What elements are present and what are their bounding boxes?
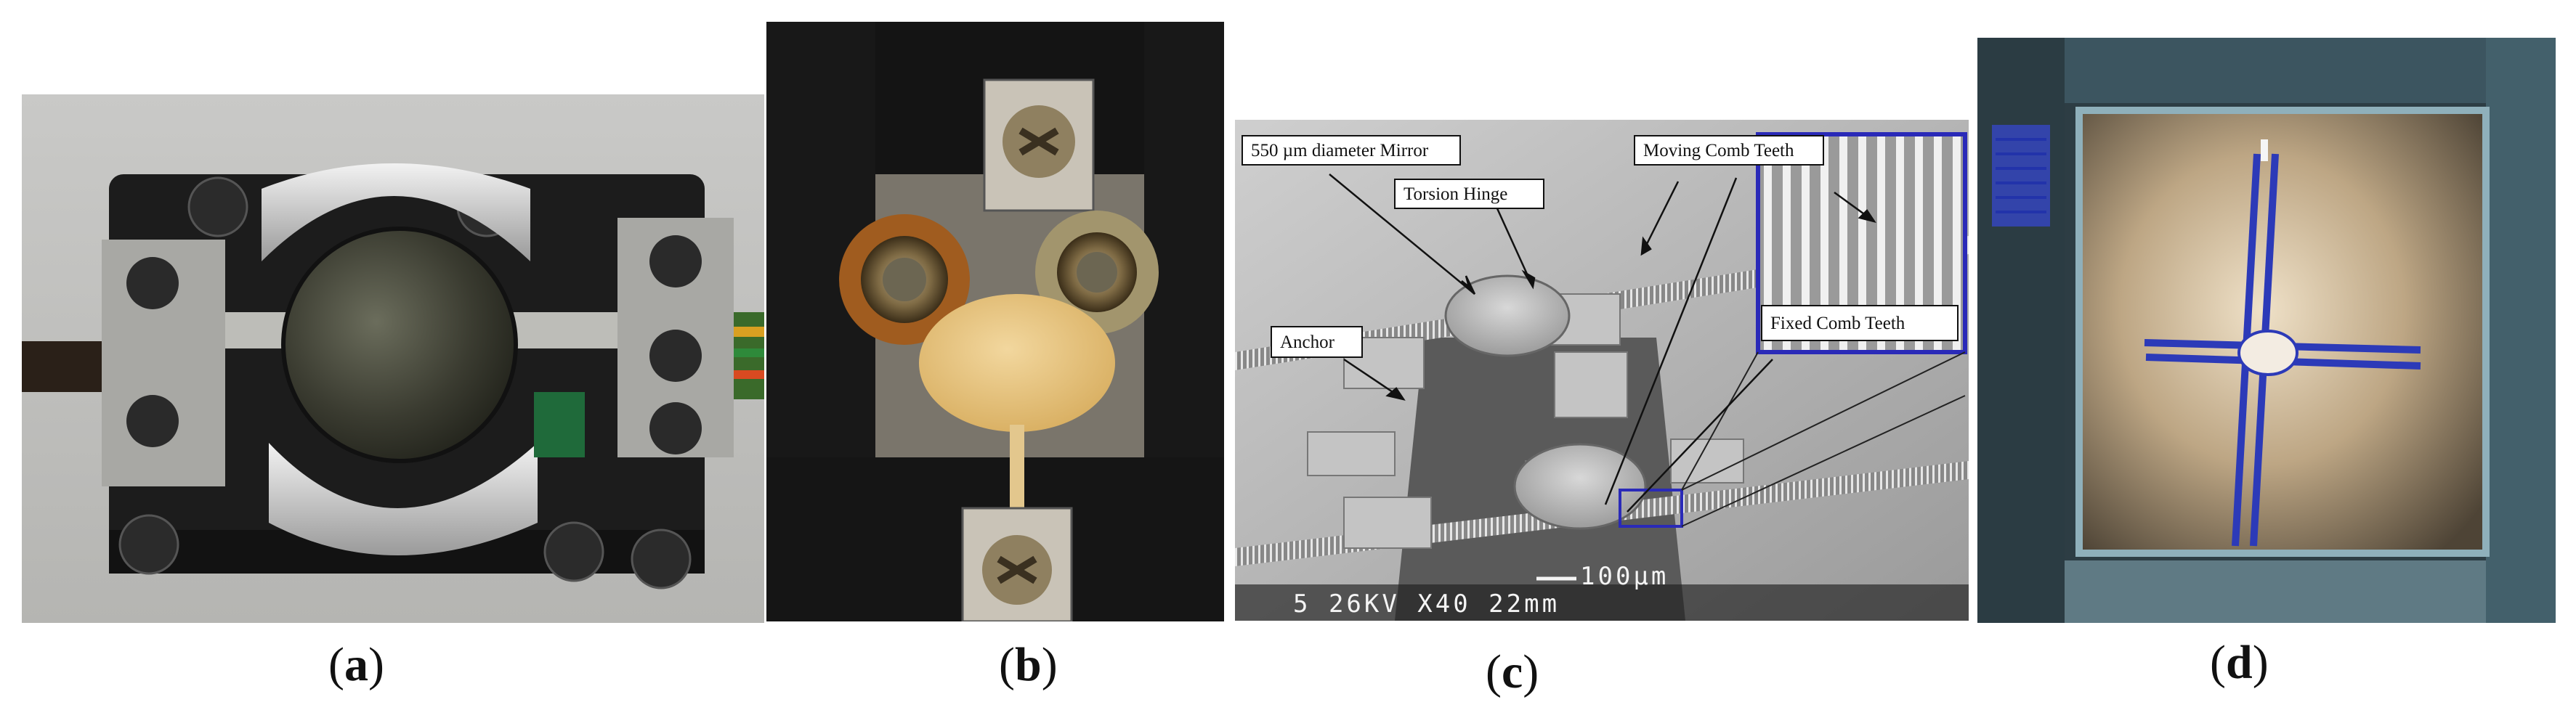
top-magnet bbox=[262, 163, 530, 261]
panel-c-sem: 550 µm diameter Mirror Torsion Hinge Mov… bbox=[1235, 120, 1969, 621]
right-bracket bbox=[458, 218, 734, 457]
label-moving-comb-teeth: Moving Comb Teeth bbox=[1643, 141, 1794, 160]
caption-a: (a) bbox=[328, 638, 384, 691]
mirror bbox=[281, 227, 518, 463]
label-torsion-hinge: Torsion Hinge bbox=[1404, 184, 1507, 204]
panel-b-photo bbox=[766, 22, 1224, 621]
label-mirror: 550 µm diameter Mirror bbox=[1251, 141, 1429, 160]
coil-right bbox=[1035, 211, 1159, 334]
coil-left bbox=[839, 214, 970, 345]
label-anchor: Anchor bbox=[1280, 333, 1335, 352]
caption-c: (c) bbox=[1486, 645, 1539, 698]
panel-d-photo bbox=[1977, 38, 2556, 623]
sem-mirror-bottom bbox=[1513, 443, 1647, 530]
caption-d: (d) bbox=[2210, 636, 2269, 689]
mirror-cell bbox=[2075, 107, 2490, 557]
sem-info: 5 26KV X40 22mm bbox=[1293, 590, 1560, 619]
caption-b: (b) bbox=[999, 638, 1058, 691]
small-mirror bbox=[2237, 330, 2298, 376]
scale-bar-label: 100μm bbox=[1580, 562, 1669, 591]
label-fixed-comb-teeth: Fixed Comb Teeth bbox=[1770, 314, 1905, 333]
sem-mirror-top bbox=[1444, 274, 1571, 357]
gold-mirror bbox=[919, 294, 1115, 432]
bottom-magnet bbox=[269, 443, 538, 555]
panel-a-photo bbox=[22, 94, 764, 623]
highlight-box bbox=[1619, 489, 1683, 528]
